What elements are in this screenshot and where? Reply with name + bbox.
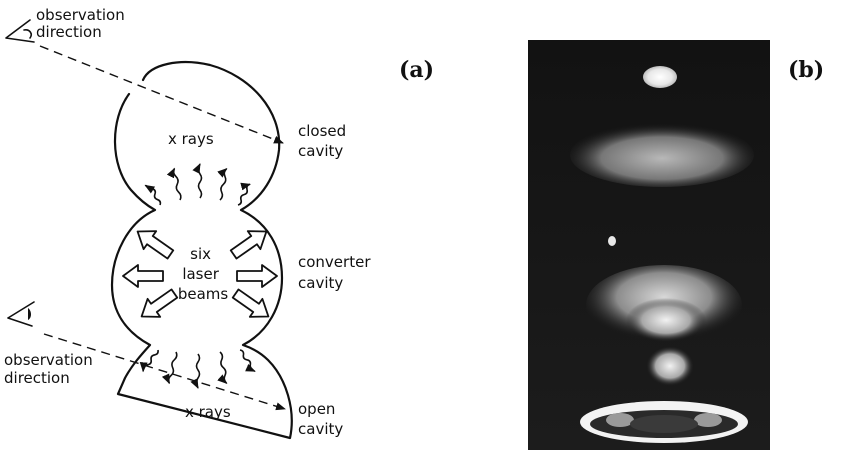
photo-upper-band: [570, 123, 754, 187]
laser-arrow-right: [237, 265, 277, 287]
photo-top-ellipse: [643, 66, 677, 88]
panel-label-a: (a): [399, 57, 434, 83]
panel-b-photo: (b): [528, 40, 824, 450]
laser-arrow-upper-left: [131, 223, 176, 264]
x-rays-label-top: x rays: [168, 130, 214, 148]
observation-label-bottom: observation direction: [4, 351, 98, 387]
converter-cavity-label: converter cavity: [298, 253, 375, 292]
observation-line-top: [40, 46, 283, 143]
panel-a-schematic: observation direction observation direct…: [4, 6, 434, 438]
photo-neck-glow: [646, 346, 694, 386]
eye-icon-bottom: [8, 302, 34, 326]
panel-label-b: (b): [788, 57, 824, 83]
xray-arrows-bottom: [142, 349, 256, 388]
center-label: six laser beams: [178, 245, 229, 303]
laser-arrow-lower-left: [135, 285, 180, 326]
photo-middle-core: [626, 298, 706, 342]
observation-line-bottom: [44, 334, 285, 409]
xray-arrows-top: [145, 164, 251, 207]
laser-arrow-left: [123, 265, 163, 287]
photo-small-spot: [608, 236, 616, 246]
observation-label-top: observation direction: [36, 6, 130, 41]
open-cavity-label: open cavity: [298, 400, 343, 438]
x-rays-label-bottom: x rays: [185, 403, 231, 421]
eye-icon-top: [6, 20, 34, 42]
photo-background: [528, 40, 770, 450]
closed-cavity-label: closed cavity: [298, 122, 351, 160]
photo-bottom-ring: [580, 401, 748, 443]
laser-arrow-lower-right: [229, 285, 274, 326]
